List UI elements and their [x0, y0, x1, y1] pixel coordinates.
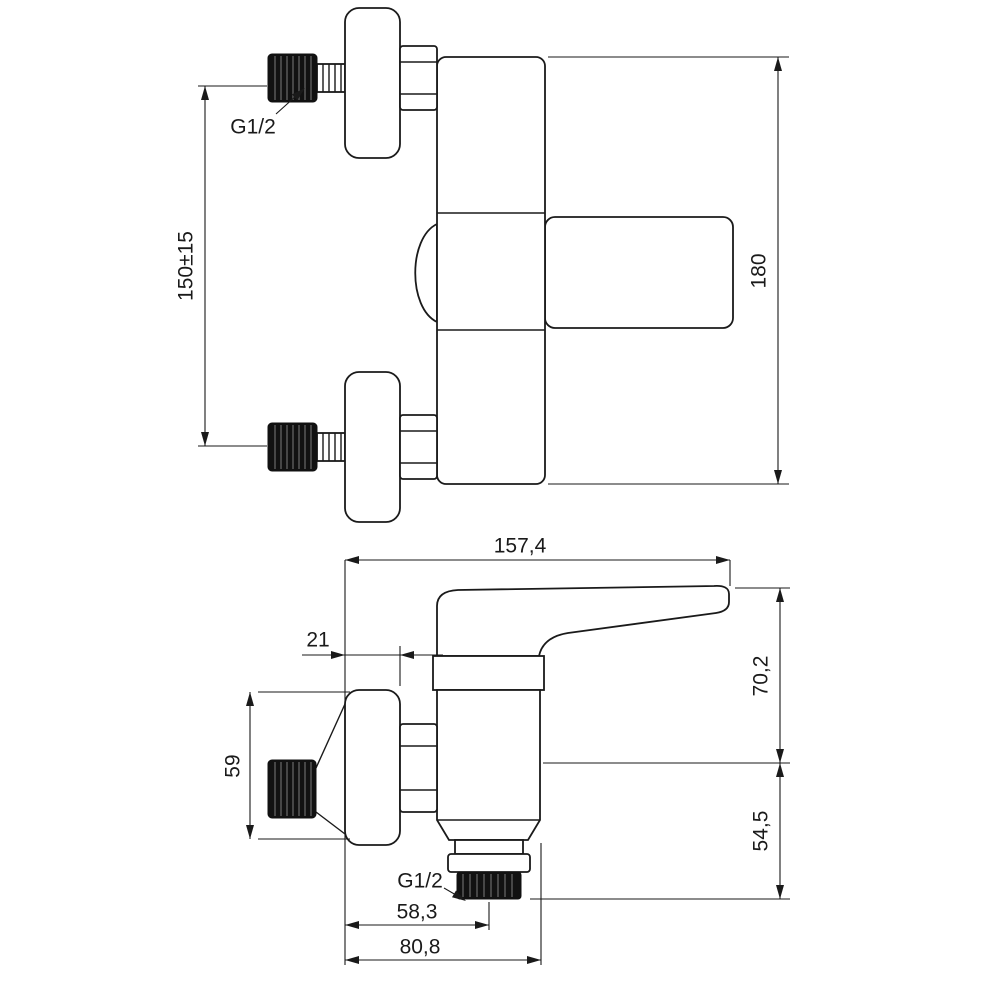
hex-nut-top [399, 45, 438, 111]
side-inlet-union [267, 689, 438, 846]
arrowhead [716, 556, 730, 564]
dim-outlet-offset: 58,3 [397, 901, 438, 924]
supply-nut-side [267, 759, 317, 819]
arrowhead [201, 432, 209, 446]
dim-bottom-section-height: 54,5 [750, 811, 773, 852]
knurl-texture [274, 56, 312, 100]
arrowhead [246, 825, 254, 839]
union-cone-line [315, 811, 346, 835]
arrowhead [345, 556, 359, 564]
dim-escutcheon-depth: 21 [306, 629, 329, 652]
arrowhead [345, 956, 359, 964]
mixer-body-side [436, 689, 541, 841]
dim-top-section-height: 70,2 [750, 656, 773, 697]
hex-nut-side [399, 723, 438, 813]
arrowhead [452, 890, 466, 901]
handle-lever-side [436, 585, 730, 657]
leader-line [443, 887, 457, 896]
dim-inlet-thread-label: G1/2 [230, 116, 276, 139]
knurl-texture [274, 762, 312, 816]
dim-outlet-thread-label: G1/2 [397, 870, 443, 893]
arrowhead [475, 921, 489, 929]
arrowhead [776, 885, 784, 899]
dimensions-front: 150±15 G1/2 180 [175, 56, 789, 485]
cartridge-bump-front [414, 222, 438, 324]
arrowhead [774, 470, 782, 484]
handle-lever-front [544, 216, 734, 329]
outlet-thread-tip [456, 871, 522, 900]
wall-escutcheon-side [344, 689, 401, 846]
dim-overall-height: 180 [748, 253, 771, 288]
hex-nut-bottom [399, 414, 438, 480]
dim-body-depth: 80,8 [400, 936, 441, 959]
dim-total-depth: 157,4 [494, 535, 547, 558]
front-view [267, 7, 734, 523]
arrowhead [331, 651, 345, 659]
supply-nut-bottom [267, 422, 318, 472]
arrowhead [291, 88, 305, 101]
outlet-flange [447, 853, 531, 873]
wall-escutcheon-top [344, 7, 401, 159]
cartridge-collar-side [432, 655, 545, 691]
bottom-outlet [447, 839, 531, 900]
arrowhead [776, 588, 784, 602]
arrowhead [246, 692, 254, 706]
top-inlet-union [267, 7, 438, 159]
knurl-texture [462, 874, 513, 897]
dim-escutcheon-height: 59 [222, 754, 245, 777]
arrowhead [201, 86, 209, 100]
arrowhead [400, 651, 414, 659]
bottom-inlet-union [267, 371, 438, 523]
outlet-neck [454, 839, 524, 855]
leader-line [275, 95, 297, 115]
dim-connection-spacing: 150±15 [175, 231, 198, 301]
mixer-body-front [436, 56, 546, 485]
arrowhead [527, 956, 541, 964]
union-cone-line [315, 703, 346, 769]
supply-nut-top [267, 53, 318, 103]
wall-escutcheon-bottom [344, 371, 401, 523]
arrowhead [774, 57, 782, 71]
arrowhead [345, 921, 359, 929]
dimensions-side: 157,4 21 59 70,2 54,5 G1/2 [222, 535, 790, 965]
arrowhead [776, 749, 784, 763]
side-view [267, 585, 730, 900]
knurl-texture [274, 425, 312, 469]
arrowhead [776, 763, 784, 777]
